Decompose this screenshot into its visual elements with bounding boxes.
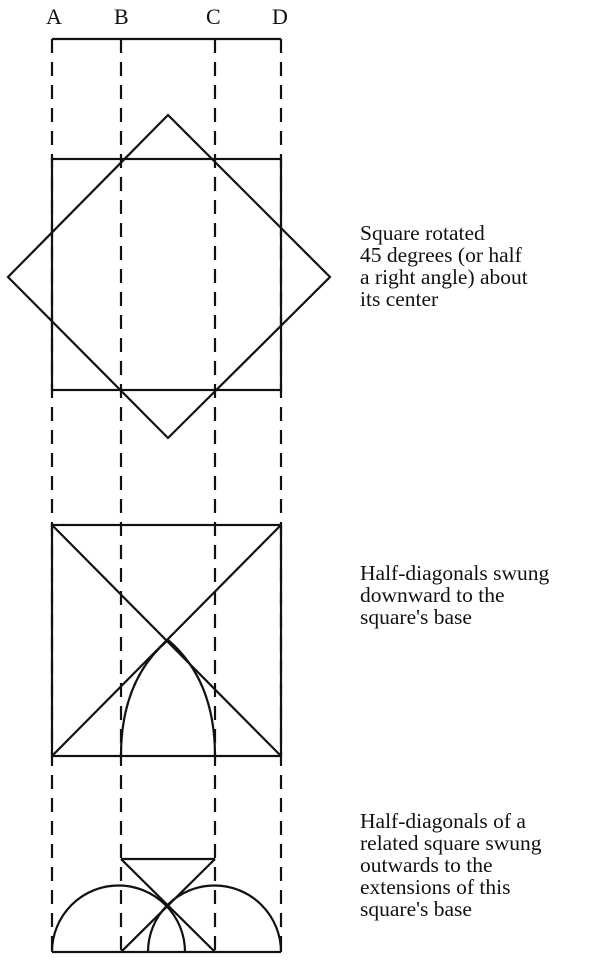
column-label-c: C xyxy=(206,4,221,29)
caption-half-diagonals-down: Half-diagonals swung downward to the squ… xyxy=(360,561,550,629)
guide-lines xyxy=(50,39,283,952)
figure2-arc-left xyxy=(119,639,169,757)
caption-rotated-square: Square rotated 45 degrees (or half a rig… xyxy=(360,221,528,311)
figure1-rotated-square xyxy=(6,113,332,440)
figure3-arc-right xyxy=(146,884,283,953)
column-label-a: A xyxy=(46,4,62,29)
figure1-square xyxy=(50,157,283,392)
figure2-square xyxy=(50,523,283,758)
column-label-d: D xyxy=(272,4,288,29)
column-label-b: B xyxy=(114,4,129,29)
figure2-arc-right xyxy=(167,639,217,757)
caption-half-diagonals-out: Half-diagonals of a related square swung… xyxy=(360,809,542,921)
figure3-arc-left xyxy=(50,884,187,953)
